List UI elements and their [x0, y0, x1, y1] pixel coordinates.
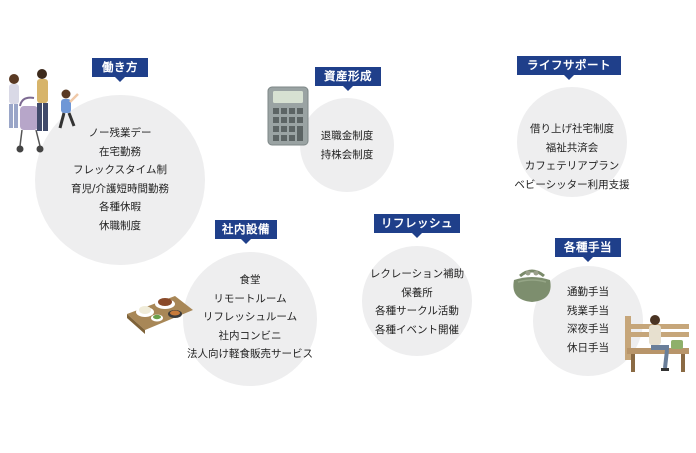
meal-tray-illustration — [127, 296, 193, 334]
list-item: 社内コンビニ — [218, 329, 282, 342]
section-title-life-support: ライフサポート — [517, 56, 621, 80]
circle-facilities — [183, 252, 317, 386]
list-allowances: 通勤手当 残業手当 深夜手当 休日手当 — [533, 283, 643, 357]
section-title-working-style: 働き方 — [92, 58, 148, 82]
coin-purse-icon — [513, 269, 551, 302]
list-item: 借り上げ社宅制度 — [530, 123, 614, 135]
list-item: リフレッシュルーム — [202, 311, 298, 323]
family-walking-illustration — [9, 69, 79, 153]
list-item: 休職制度 — [99, 219, 141, 232]
list-item: リモートルーム — [213, 292, 287, 305]
list-item: 退職金制度 — [320, 130, 374, 142]
list-item: ノー残業デー — [88, 127, 152, 139]
list-item: カフェテリアプラン — [524, 160, 620, 172]
list-item: 通勤手当 — [567, 286, 609, 298]
list-refresh: レクレーション補助 保養所 各種サークル活動 各種イベント開催 — [347, 265, 487, 339]
list-item: 各種サークル活動 — [375, 305, 459, 317]
list-item: 各種休暇 — [99, 201, 141, 213]
section-title-allowances: 各種手当 — [555, 238, 621, 262]
circle-asset-building — [300, 98, 394, 192]
list-item: 法人向け軽食販売サービス — [187, 348, 313, 360]
list-item: フレックスタイム制 — [73, 164, 167, 176]
list-item: 食堂 — [239, 274, 261, 286]
list-working-style: ノー残業デー 在宅勤務 フレックスタイム制 育児/介護短時間勤務 各種休暇 休職… — [35, 124, 205, 235]
calculator-icon — [267, 86, 309, 146]
list-item: 休日手当 — [567, 341, 609, 354]
list-item: レクレーション補助 — [369, 268, 465, 280]
list-item: 福祉共済会 — [545, 141, 599, 154]
section-title-facilities: 社内設備 — [215, 220, 277, 244]
circle-refresh — [362, 246, 472, 356]
section-title-refresh: リフレッシュ — [374, 214, 460, 238]
section-title-asset-building: 資産形成 — [315, 67, 381, 91]
circle-working-style — [35, 95, 205, 265]
list-item: 在宅勤務 — [99, 145, 141, 158]
list-item: 保養所 — [401, 286, 433, 299]
person-on-bench-illustration — [625, 315, 689, 372]
list-item: 育児/介護短時間勤務 — [70, 182, 170, 195]
list-asset-building: 退職金制度 持株会制度 — [290, 127, 404, 164]
list-item: ベビーシッター利用支援 — [514, 178, 630, 191]
circle-allowances — [533, 266, 643, 376]
list-life-support: 借り上げ社宅制度 福祉共済会 カフェテリアプラン ベビーシッター利用支援 — [492, 120, 652, 194]
list-item: 各種イベント開催 — [375, 323, 459, 336]
list-item: 持株会制度 — [320, 148, 374, 161]
list-facilities: 食堂 リモートルーム リフレッシュルーム 社内コンビニ 法人向け軽食販売サービス — [165, 271, 335, 364]
list-item: 深夜手当 — [567, 323, 609, 335]
list-item: 残業手当 — [567, 304, 609, 317]
circle-life-support — [517, 87, 627, 197]
